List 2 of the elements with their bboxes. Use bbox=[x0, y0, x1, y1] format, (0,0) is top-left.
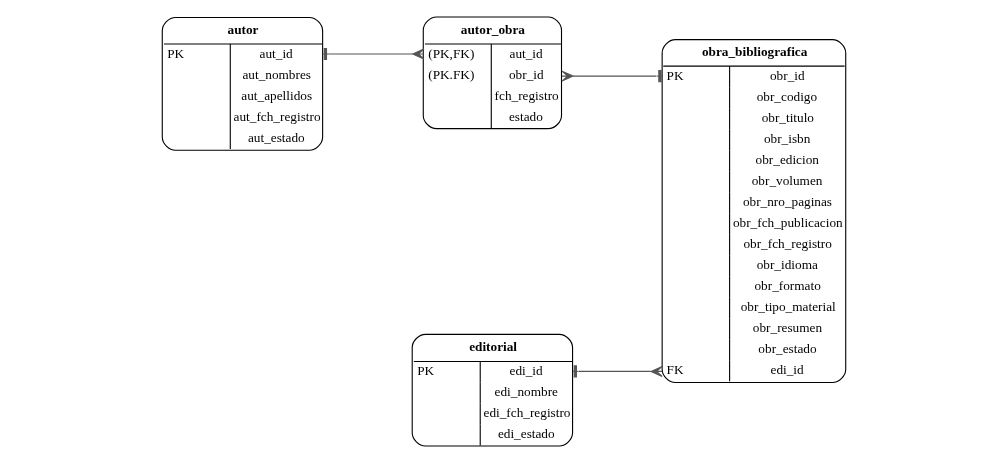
connector bbox=[572, 365, 663, 378]
connector bbox=[561, 70, 663, 83]
